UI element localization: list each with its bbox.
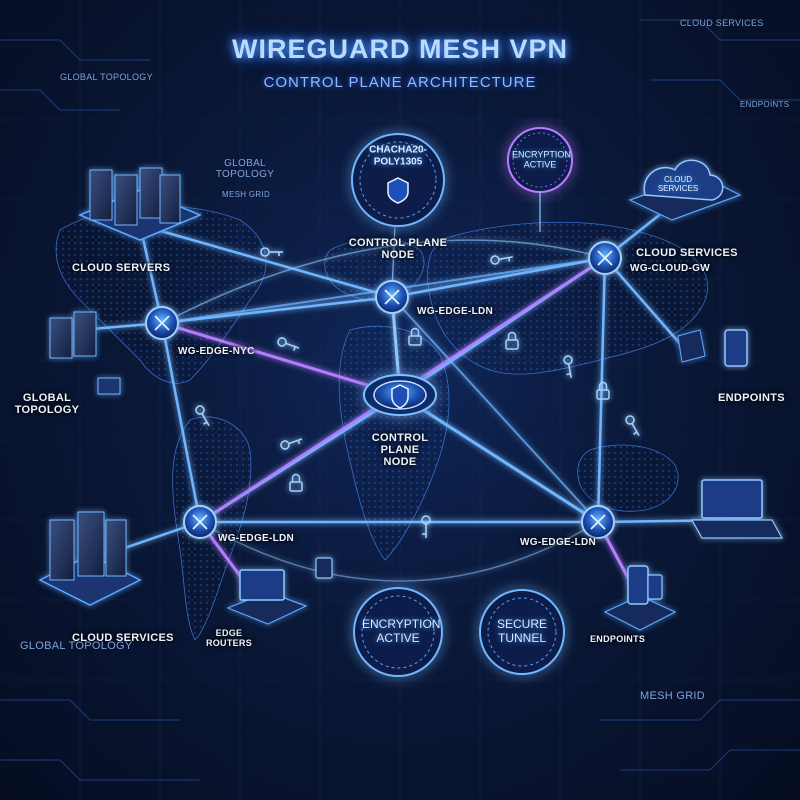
endpoints-bottom-label: ENDPOINTS — [590, 634, 646, 644]
cloud-gw-label: WG-CLOUD-GW — [630, 263, 710, 274]
circuit-traces — [0, 19, 800, 781]
lock-icon — [505, 331, 519, 350]
node-label-ldn-right: WG-EDGE-LDN — [520, 537, 597, 548]
global-topology-top-label: GLOBAL TOPOLOGY — [215, 158, 275, 180]
link-ldn-top-ldn-right — [391, 296, 599, 523]
link-gw-endpoint — [604, 257, 691, 356]
secure-tunnel-badge — [479, 589, 565, 675]
server-rack-icon — [49, 311, 121, 395]
mesh-nodes — [145, 241, 622, 539]
mesh-grid-top-label: MESH GRID — [222, 190, 271, 199]
router-icon — [375, 280, 409, 314]
lock-icon — [408, 327, 422, 346]
key-icon — [260, 247, 283, 257]
cloud-icon-label: CLOUD SERVICES — [657, 174, 699, 193]
cloud-servers-label: CLOUD SERVERS — [72, 262, 171, 274]
router-icon — [183, 505, 217, 539]
edge-routers-label: EDGE ROUTERS — [205, 628, 253, 648]
global-topology-corner-label: GLOBAL TOPOLOGY — [60, 72, 153, 82]
node-label-ldn-left: WG-EDGE-LDN — [218, 533, 295, 544]
key-icons — [195, 247, 640, 538]
key-icon — [563, 355, 573, 378]
link-ldn-right-center — [399, 393, 599, 524]
continent-australia — [577, 444, 679, 512]
cloud-services-bottom-label: CLOUD SERVICES — [72, 632, 174, 644]
key-icon — [195, 405, 210, 426]
encryption-badge-bottom — [353, 587, 443, 677]
link-ldn-top-gw — [391, 256, 606, 299]
arc-bottom — [199, 521, 599, 582]
lock-icon — [596, 381, 610, 400]
shield-icon — [387, 177, 409, 204]
encryption-bottom-label: ENCRYPTION ACTIVE — [362, 617, 441, 645]
lock-icon — [289, 473, 303, 492]
page-subtitle: CONTROL PLANE ARCHITECTURE — [263, 74, 537, 91]
key-icon — [490, 255, 513, 265]
laptop-icon — [226, 569, 308, 625]
global-topology-left-label: GLOBAL TOPOLOGY — [14, 392, 80, 416]
link-nyc-ldn-left — [160, 322, 202, 523]
encryption-badge-top — [507, 127, 573, 232]
link-servers-ldn-top — [139, 223, 393, 299]
laptop-icon — [690, 479, 784, 539]
control-plane-node-center — [363, 374, 437, 416]
link-nyc-center — [161, 321, 401, 397]
control-plane-top-label: CONTROL PLANE NODE — [348, 237, 448, 261]
mesh-grid-bottom-label: MESH GRID — [640, 690, 706, 702]
page-title: WIREGUARD MESH VPN — [231, 34, 568, 64]
router-icon — [145, 306, 179, 340]
key-icon — [625, 415, 640, 436]
phone-icon — [603, 565, 677, 631]
cipher-label: CHACHA20-POLY1305 — [369, 144, 427, 168]
key-icon — [280, 438, 303, 450]
shield-icon — [391, 384, 409, 409]
node-label-ldn-top: WG-EDGE-LDN — [417, 306, 494, 317]
link-cipher-ldn-top — [391, 224, 396, 291]
endpoints-right-label: ENDPOINTS — [718, 392, 785, 404]
control-plane-center-label: CONTROL PLANE NODE — [371, 432, 429, 468]
cloud-icon — [628, 159, 742, 221]
key-icon — [277, 337, 300, 351]
secure-tunnel-label: SECURE TUNNEL — [496, 617, 547, 645]
server-rack-icon — [38, 511, 142, 606]
key-icon — [421, 515, 431, 538]
router-icon — [588, 241, 622, 275]
endpoints-corner-label: ENDPOINTS — [740, 100, 790, 109]
global-topology-bottom-label: GLOBAL TOPOLOGY — [20, 640, 133, 652]
router-icon — [315, 557, 333, 579]
continent-asia — [427, 221, 709, 375]
node-label-nyc: WG-EDGE-NYC — [178, 346, 255, 357]
cloud-services-right-label: CLOUD SERVICES — [636, 247, 738, 259]
arc-top — [149, 239, 606, 331]
server-rack-icon — [78, 167, 202, 241]
link-nyc-ldn-top — [161, 295, 393, 325]
cloud-services-corner-label: CLOUD SERVICES — [680, 18, 764, 28]
phone-icon — [677, 329, 748, 367]
lock-icons — [289, 327, 610, 492]
router-icon — [581, 505, 615, 539]
encryption-top-label: ENCRYPTION ACTIVE — [512, 149, 571, 170]
cipher-badge — [351, 133, 445, 227]
